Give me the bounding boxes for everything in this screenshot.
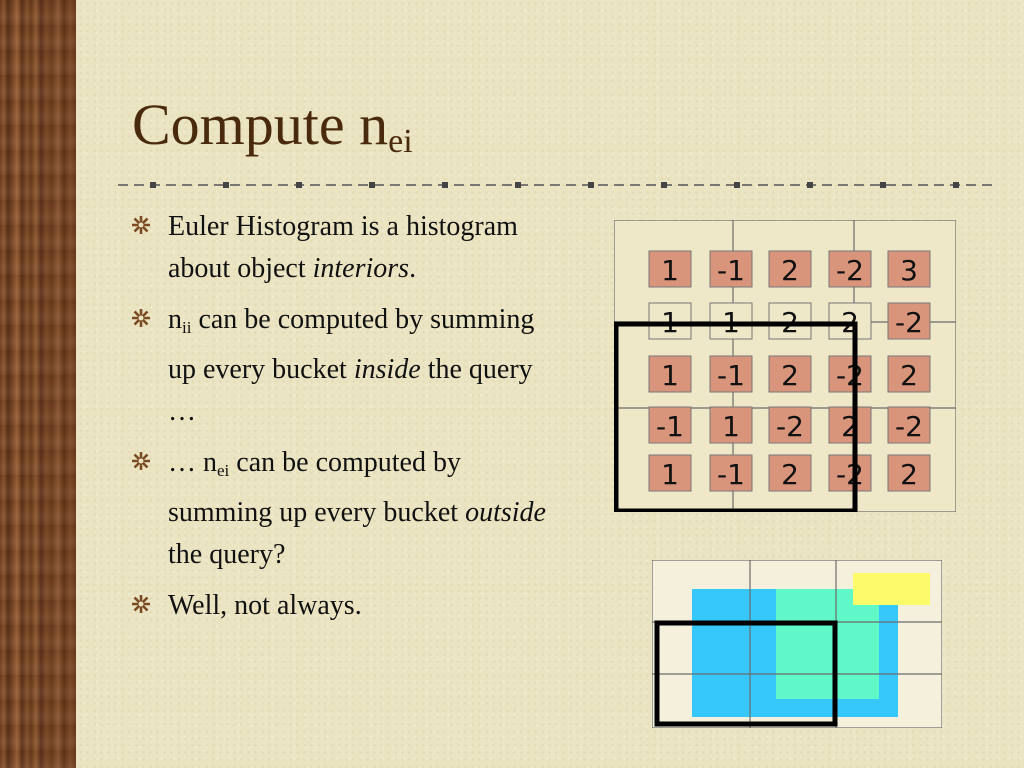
histogram-bucket [828, 355, 872, 393]
bucket-value: 1 [661, 458, 679, 491]
bullet-text: Euler Histogram is a histogram about obj… [168, 211, 518, 284]
bucket-value: -2 [836, 458, 864, 491]
divider-dot [150, 182, 156, 188]
histogram-bucket [828, 302, 872, 340]
bullet-item: Euler Histogram is a histogram about obj… [132, 206, 552, 290]
bucket-value: -1 [717, 359, 745, 392]
bucket-value: 1 [661, 359, 679, 392]
bucket-value: 3 [900, 254, 918, 287]
query-box [614, 321, 858, 512]
bullet-item: Well, not always. [132, 585, 552, 627]
histogram-bucket [709, 406, 753, 444]
bullet-item: … nei can be computed by summing up ever… [132, 442, 552, 576]
divider-dot [661, 182, 667, 188]
histogram-bucket [887, 454, 931, 492]
divider-dot [953, 182, 959, 188]
histogram-bucket [768, 406, 812, 444]
divider-dot [734, 182, 740, 188]
histogram-bucket [709, 302, 753, 340]
object-rectangles-diagram [652, 560, 942, 728]
histogram-bucket [828, 454, 872, 492]
bucket-value: 2 [781, 254, 799, 287]
histogram-bucket [887, 406, 931, 444]
histogram-bucket [648, 250, 692, 288]
histogram-bucket [768, 454, 812, 492]
bullet-star-icon [132, 452, 150, 470]
bucket-value: 2 [900, 458, 918, 491]
histogram-bucket [768, 355, 812, 393]
bucket-value: -2 [776, 410, 804, 443]
histogram-bucket [768, 250, 812, 288]
histogram-bucket [709, 454, 753, 492]
histogram-bucket [887, 250, 931, 288]
bucket-value: 2 [900, 359, 918, 392]
bullet-star-icon [132, 595, 150, 613]
histogram-bucket [709, 250, 753, 288]
object-rect-green [776, 589, 879, 699]
histogram-bucket [648, 355, 692, 393]
histogram-bucket [828, 250, 872, 288]
bullet-text: nii can be computed by summing up every … [168, 304, 535, 427]
histogram-bucket [768, 302, 812, 340]
bucket-value: -1 [656, 410, 684, 443]
bucket-value: -2 [836, 254, 864, 287]
bucket-value: 1 [722, 410, 740, 443]
title-subscript: ei [388, 123, 413, 160]
divider-dot [442, 182, 448, 188]
bucket-value: 2 [781, 458, 799, 491]
histogram-bucket [828, 406, 872, 444]
histogram-bucket [709, 355, 753, 393]
divider-dot [223, 182, 229, 188]
bullet-item: nii can be computed by summing up every … [132, 299, 552, 433]
histogram-bucket [887, 302, 931, 340]
histogram-bucket [648, 302, 692, 340]
histogram-bucket [648, 454, 692, 492]
bullet-star-icon [132, 309, 150, 327]
bullet-text: Well, not always. [168, 590, 362, 621]
divider-dot [515, 182, 521, 188]
bullet-list: Euler Histogram is a histogram about obj… [132, 206, 552, 636]
bucket-value: -2 [895, 410, 923, 443]
bucket-value: 1 [661, 254, 679, 287]
object-rect-yellow [853, 573, 930, 605]
bucket-value: -1 [717, 254, 745, 287]
divider-dot [880, 182, 886, 188]
bucket-value: -1 [717, 458, 745, 491]
histogram-bucket [648, 406, 692, 444]
divider-dot [369, 182, 375, 188]
wood-sidebar [0, 0, 76, 768]
bucket-value: -2 [895, 306, 923, 339]
slide-title: Compute nei [132, 96, 413, 159]
title-divider [118, 182, 992, 188]
divider-dot [807, 182, 813, 188]
bullet-text: … nei can be computed by summing up ever… [168, 447, 546, 570]
bucket-value: 2 [781, 359, 799, 392]
title-main: Compute n [132, 92, 389, 157]
bucket-value: -2 [836, 359, 864, 392]
query-box [654, 620, 838, 727]
divider-dot [588, 182, 594, 188]
bullet-star-icon [132, 216, 150, 234]
histogram-bucket [887, 355, 931, 393]
divider-dot [296, 182, 302, 188]
